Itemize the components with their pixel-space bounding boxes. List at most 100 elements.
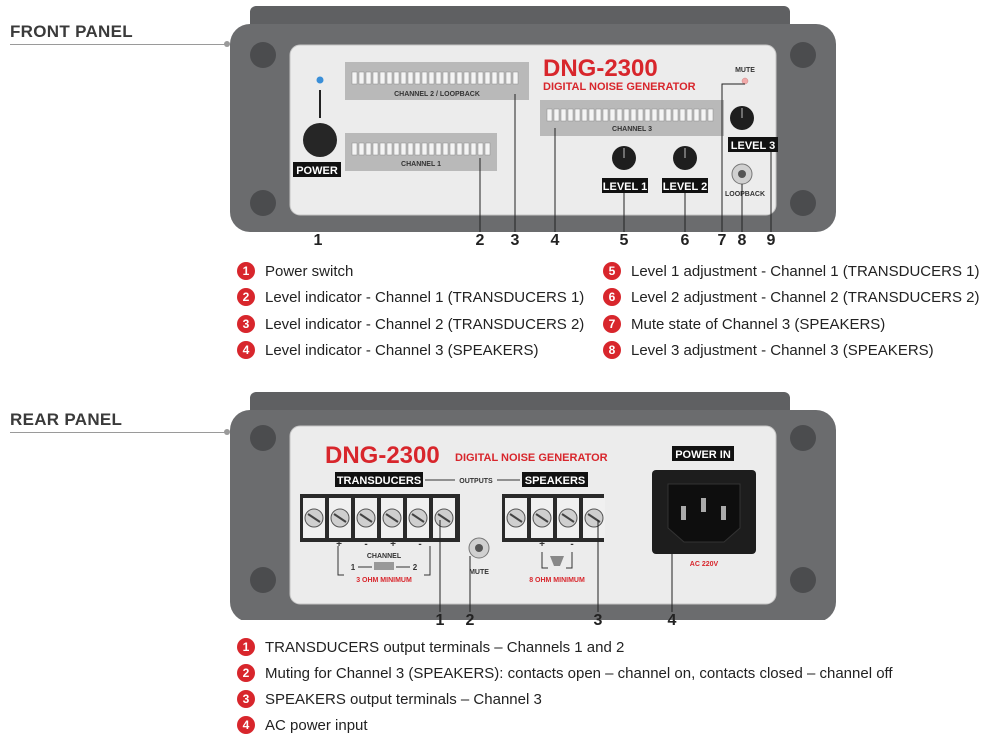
- level2-label-box: [662, 178, 708, 193]
- front-legend-item: 6 Level 2 adjustment - Channel 2 (TRANSD…: [603, 287, 979, 307]
- meter-segment: [400, 71, 407, 85]
- level1-knob[interactable]: [612, 146, 636, 170]
- front-legend-item: 8 Level 3 adjustment - Channel 3 (SPEAKE…: [603, 340, 934, 360]
- front-leader-lines: [479, 83, 772, 232]
- legend-badge: 2: [237, 288, 255, 306]
- front-callout-6: 6: [680, 232, 690, 249]
- legend-badge: 5: [603, 262, 621, 280]
- transducers-terminal-block[interactable]: [300, 494, 460, 542]
- front-screw-tr: [790, 42, 816, 68]
- channel1-meter-label: CHANNEL 1: [401, 161, 441, 168]
- speakers-terminal-block[interactable]: [502, 494, 605, 542]
- meter-segment: [498, 71, 505, 85]
- meter-segment: [428, 142, 435, 156]
- tr-minus-1: -: [364, 539, 367, 550]
- meter-segment: [393, 71, 400, 85]
- front-callout-9: 9: [766, 232, 776, 249]
- meter-segment: [484, 71, 491, 85]
- channel-2-label: 2: [413, 563, 418, 572]
- meter-segment: [372, 71, 379, 85]
- rear-model-subtitle: DIGITAL NOISE GENERATOR: [455, 452, 608, 464]
- front-panel-device: POWER CHANNEL 2 / LOOPBACK CHANNEL 1 DNG…: [230, 6, 836, 232]
- meter-segment: [470, 142, 477, 156]
- legend-text: Muting for Channel 3 (SPEAKERS): contact…: [265, 664, 893, 682]
- terminal-screw[interactable]: [407, 498, 429, 538]
- ohm8-label: 8 OHM MINIMUM: [529, 577, 585, 584]
- meter-segment: [637, 108, 644, 122]
- rear-callout-3: 3: [593, 612, 603, 629]
- front-callout-7: 7: [717, 232, 727, 249]
- rear-screw-br: [790, 567, 816, 593]
- mute-led: [741, 77, 749, 85]
- front-legend-item: 5 Level 1 adjustment - Channel 1 (TRANSD…: [603, 261, 979, 281]
- terminal-screw[interactable]: [355, 498, 377, 538]
- front-legend-item: 2 Level indicator - Channel 1 (TRANSDUCE…: [237, 287, 584, 307]
- meter-segment: [484, 142, 491, 156]
- front-legend-item: 1 Power switch: [237, 261, 353, 281]
- meter-segment: [693, 108, 700, 122]
- legend-text: AC power input: [265, 716, 368, 734]
- meter-segment: [449, 71, 456, 85]
- meter-segment: [351, 142, 358, 156]
- ohm3-label: 3 OHM MINIMUM: [356, 577, 412, 584]
- speakers-bracket: [541, 552, 573, 569]
- tr-plus-2: +: [390, 539, 396, 550]
- level1-label-box: [602, 178, 648, 193]
- meter-segment: [379, 71, 386, 85]
- meter-segment: [428, 71, 435, 85]
- meter-segment: [365, 71, 372, 85]
- meter-segment: [588, 108, 595, 122]
- front-screw-bl: [250, 190, 276, 216]
- meter-segment: [442, 142, 449, 156]
- legend-badge: 7: [603, 315, 621, 333]
- rear-panel-device: DNG-2300 DIGITAL NOISE GENERATOR TRANSDU…: [230, 392, 836, 620]
- terminal-screw[interactable]: [583, 498, 605, 538]
- loopback-label: LOOPBACK: [725, 191, 765, 198]
- meter-segment: [421, 71, 428, 85]
- terminal-screw[interactable]: [381, 498, 403, 538]
- meter-segment: [463, 71, 470, 85]
- legend-text: Level indicator - Channel 3 (SPEAKERS): [265, 341, 539, 359]
- sp-plus: +: [539, 539, 545, 550]
- rear-legend-item: 1 TRANSDUCERS output terminals – Channel…: [237, 637, 624, 657]
- terminal-screw[interactable]: [531, 498, 553, 538]
- terminal-screw[interactable]: [557, 498, 579, 538]
- legend-text: Level indicator - Channel 2 (TRANSDUCERS…: [265, 315, 585, 333]
- level2-knob[interactable]: [673, 146, 697, 170]
- ac-power-socket[interactable]: [652, 470, 756, 554]
- front-screw-tl: [250, 42, 276, 68]
- legend-text: TRANSDUCERS output terminals – Channels …: [265, 638, 625, 656]
- meter-segment: [435, 142, 442, 156]
- meter-segment: [609, 108, 616, 122]
- meter-segment: [463, 142, 470, 156]
- legend-text: SPEAKERS output terminals – Channel 3: [265, 690, 542, 708]
- speaker-icon: [550, 556, 564, 566]
- mute-jack-label: MUTE: [469, 569, 489, 576]
- terminal-screw[interactable]: [303, 498, 325, 538]
- rear-model-name: DNG-2300: [325, 442, 440, 469]
- meter-segment: [602, 108, 609, 122]
- meter-segment: [658, 108, 665, 122]
- rear-title-rule-dot: [224, 429, 230, 435]
- front-panel-title: FRONT PANEL: [10, 22, 133, 41]
- legend-badge: 6: [603, 288, 621, 306]
- legend-text: Mute state of Channel 3 (SPEAKERS): [631, 315, 886, 333]
- rear-leader-lines: [439, 520, 673, 612]
- transducers-label-box: [335, 472, 423, 487]
- rear-callout-4: 4: [667, 612, 677, 629]
- mute-indicator-label: MUTE: [735, 67, 755, 74]
- terminal-screw[interactable]: [505, 498, 527, 538]
- meter-segment: [407, 142, 414, 156]
- sp-minus: -: [570, 539, 573, 550]
- terminal-screw[interactable]: [329, 498, 351, 538]
- terminal-screw[interactable]: [433, 498, 455, 538]
- rear-legend-item: 4 AC power input: [237, 715, 368, 735]
- power-button[interactable]: [303, 123, 337, 157]
- meter-segment: [630, 108, 637, 122]
- tr-minus-2: -: [418, 539, 421, 550]
- level3-knob[interactable]: [730, 106, 754, 130]
- rear-legend-item: 3 SPEAKERS output terminals – Channel 3: [237, 689, 542, 709]
- meter-segment: [442, 71, 449, 85]
- level2-label: LEVEL 2: [663, 181, 707, 193]
- power-in-label-box: [672, 446, 734, 461]
